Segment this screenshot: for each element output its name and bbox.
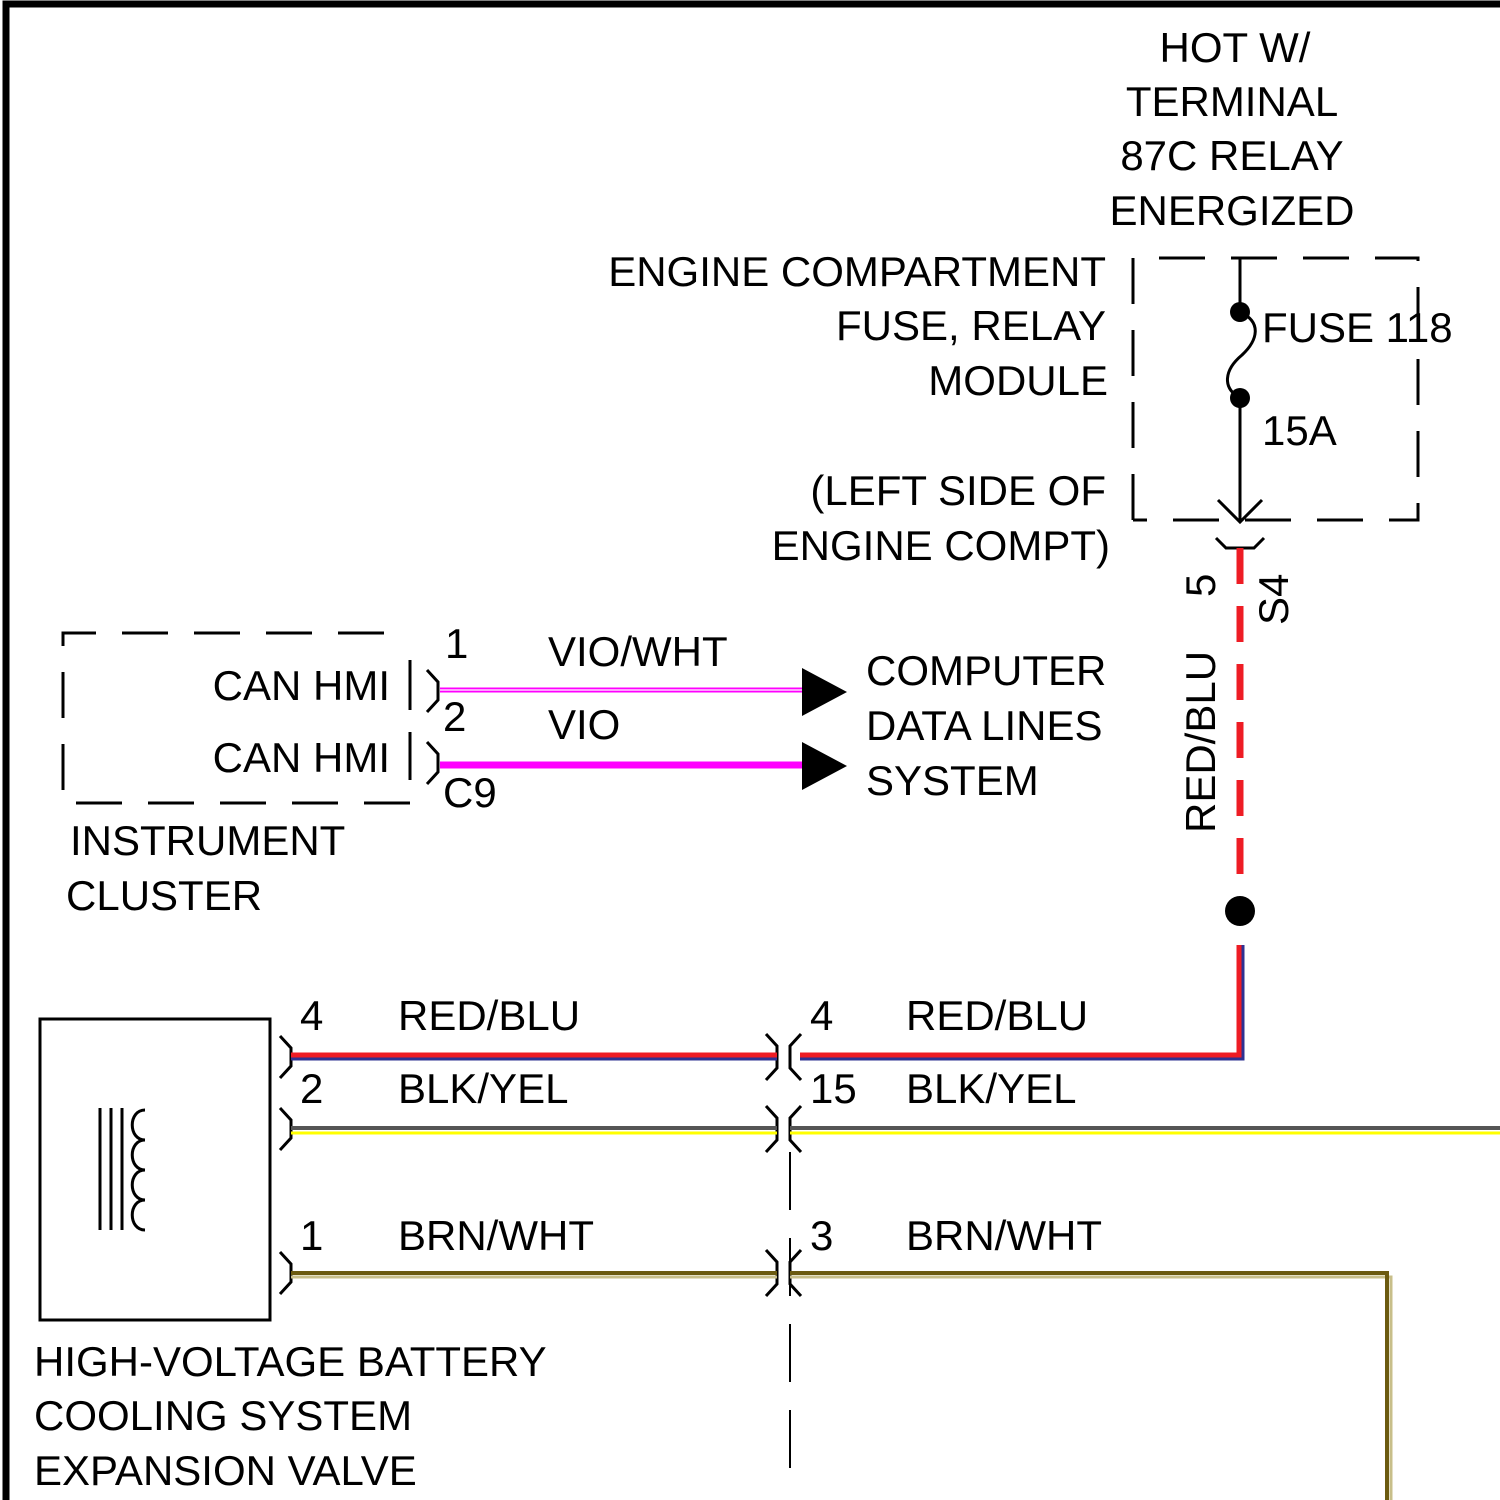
inline-connector: [766, 1034, 801, 1480]
vertical-wire-color-label: RED/BLU: [1177, 651, 1224, 833]
fuse-module-location-line-2: ENGINE COMPT): [772, 522, 1110, 569]
data-lines-line-2: DATA LINES: [866, 702, 1103, 749]
connector-pin-5: 5: [1177, 574, 1224, 597]
valve-left-pin-1: 4: [300, 992, 323, 1039]
c9-pin-1: 1: [445, 620, 468, 667]
c9-connector-label: C9: [443, 769, 497, 816]
connector-female-symbol: [1216, 538, 1264, 548]
wire-brn-wht-right-tan: [790, 1277, 1391, 1500]
valve-connector: [280, 1036, 291, 1294]
hot-label-line-4: ENERGIZED: [1109, 187, 1354, 234]
data-lines-line-3: SYSTEM: [866, 757, 1039, 804]
data-lines-label: COMPUTER DATA LINES SYSTEM: [866, 647, 1106, 804]
arrow-data-lines-1: [802, 668, 847, 716]
fuse-relay-module: ENGINE COMPARTMENT FUSE, RELAY MODULE (L…: [608, 248, 1452, 625]
valve-right-pin-3: 3: [810, 1212, 833, 1259]
fuse-module-name-line-3: MODULE: [928, 357, 1108, 404]
hot-label: HOT W/ TERMINAL 87C RELAY ENERGIZED: [1109, 24, 1354, 234]
wire-vio-label: VIO: [548, 701, 620, 748]
valve-right-color-3: BRN/WHT: [906, 1212, 1102, 1259]
data-lines-line-1: COMPUTER: [866, 647, 1106, 694]
fuse-rating: 15A: [1262, 407, 1337, 454]
valve-left-color-1: RED/BLU: [398, 992, 580, 1039]
wire-brn-wht-right-brown: [790, 1273, 1387, 1500]
hot-label-line-3: 87C RELAY: [1120, 132, 1343, 179]
instrument-cluster-name-line-2: CLUSTER: [66, 872, 262, 919]
valve-wire-labels: 4 RED/BLU 2 BLK/YEL 1 BRN/WHT 4 RED/BLU …: [300, 992, 1102, 1259]
valve-right-color-2: BLK/YEL: [906, 1065, 1076, 1112]
fuse-label: FUSE 118: [1262, 304, 1453, 351]
fuse-module-location-line-1: (LEFT SIDE OF: [810, 467, 1106, 514]
valve-left-color-3: BRN/WHT: [398, 1212, 594, 1259]
valve-right-color-1: RED/BLU: [906, 992, 1088, 1039]
c9-pin-2-symbol: [427, 742, 438, 784]
wire-vio-wht-label: VIO/WHT: [548, 628, 728, 675]
valve-right-pin-2: 15: [810, 1065, 857, 1112]
arrow-data-lines-2: [802, 742, 847, 790]
c9-pin-2: 2: [443, 693, 466, 740]
can-data-wires: VIO/WHT VIO: [440, 628, 847, 790]
valve-left-color-2: BLK/YEL: [398, 1065, 568, 1112]
valve-name-line-2: COOLING SYSTEM: [34, 1392, 412, 1439]
solenoid-icon: [100, 1108, 145, 1230]
fuse-symbol: [1227, 312, 1255, 398]
splice-dot: [1225, 896, 1255, 926]
instrument-cluster-name-line-1: INSTRUMENT: [70, 817, 345, 864]
valve-left-pin-2: 2: [300, 1065, 323, 1112]
can-hmi-label-1: CAN HMI: [213, 662, 390, 709]
valve-left-pin-3: 1: [300, 1212, 323, 1259]
connector-s4: S4: [1250, 574, 1297, 625]
valve-wires: [291, 1055, 1500, 1500]
fuse-module-name-line-1: ENGINE COMPARTMENT: [608, 248, 1106, 295]
valve-name-line-3: EXPANSION VALVE: [34, 1447, 417, 1494]
fuse-module-name-line-2: FUSE, RELAY: [836, 302, 1106, 349]
instrument-cluster: CAN HMI CAN HMI 1 2 C9 INSTRUMENT CLUSTE…: [63, 620, 497, 919]
can-hmi-label-2: CAN HMI: [213, 734, 390, 781]
valve-right-pin-1: 4: [810, 992, 833, 1039]
expansion-valve-box: [40, 1019, 270, 1320]
fuse-module-outline: [1133, 258, 1418, 520]
hot-label-line-1: HOT W/: [1160, 24, 1311, 71]
valve-name-line-1: HIGH-VOLTAGE BATTERY: [34, 1338, 547, 1385]
hot-label-line-2: TERMINAL: [1126, 78, 1338, 125]
c9-pin-1-symbol: [427, 670, 438, 712]
